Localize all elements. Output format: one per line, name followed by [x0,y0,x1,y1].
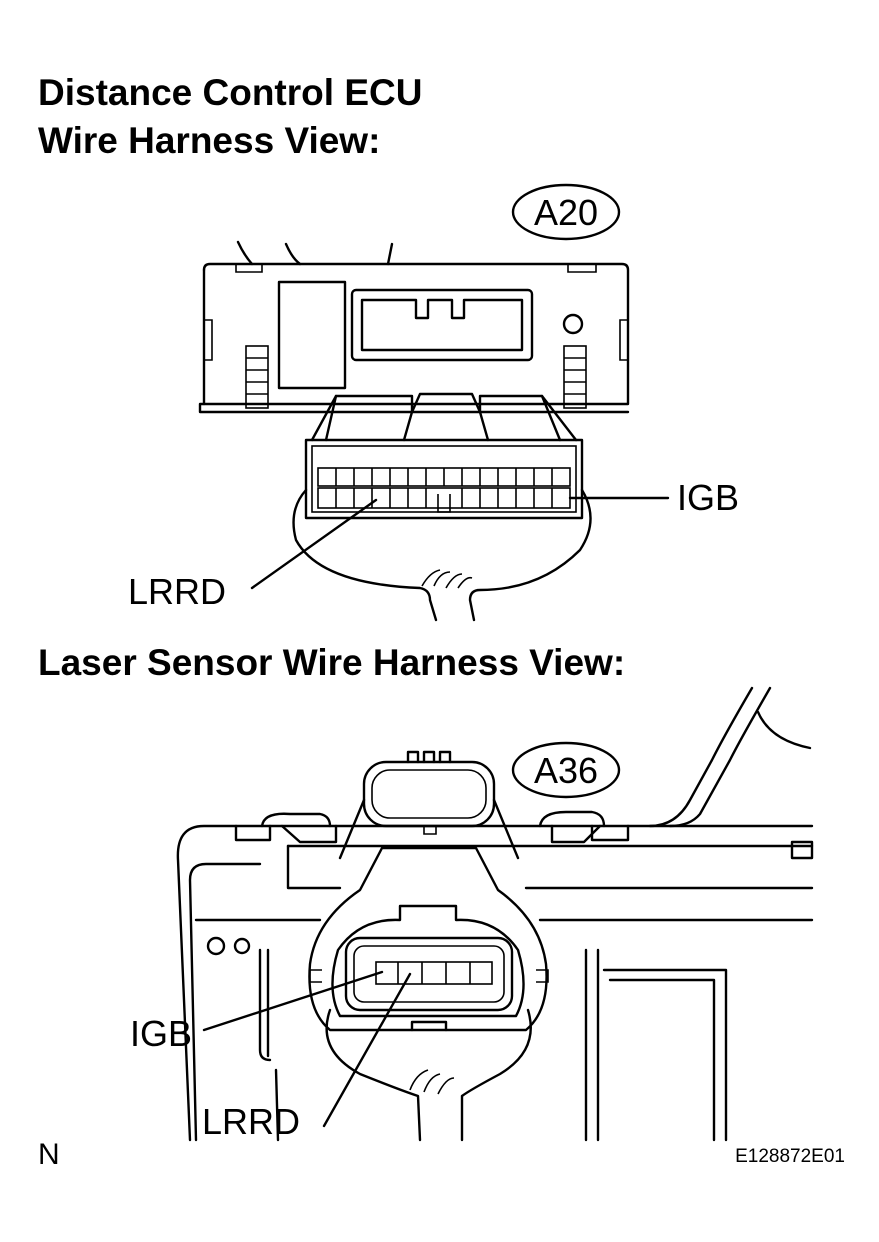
ecu-connector-illustration [198,240,670,622]
sensor-pin-label-lrrd: LRRD [202,1101,301,1142]
ecu-view-title: Wire Harness View: [38,120,381,161]
sensor-connector-illustration [176,686,814,1142]
ecu-connector-tag: A20 [511,183,621,241]
sensor-pin-label-igb: IGB [130,1013,193,1054]
sensor-connector-code: A36 [534,750,598,791]
ecu-pin-label-igb: IGB [677,477,740,518]
corner-letter: N [38,1138,60,1171]
ecu-pin-label-lrrd: LRRD [128,571,227,612]
sensor-connector-tag: A36 [511,741,621,799]
ecu-connector-code: A20 [534,192,598,233]
sensor-view-title: Laser Sensor Wire Harness View: [38,642,626,683]
ecu-title: Distance Control ECU [38,72,423,113]
figure-code: E128872E01 [735,1146,845,1167]
